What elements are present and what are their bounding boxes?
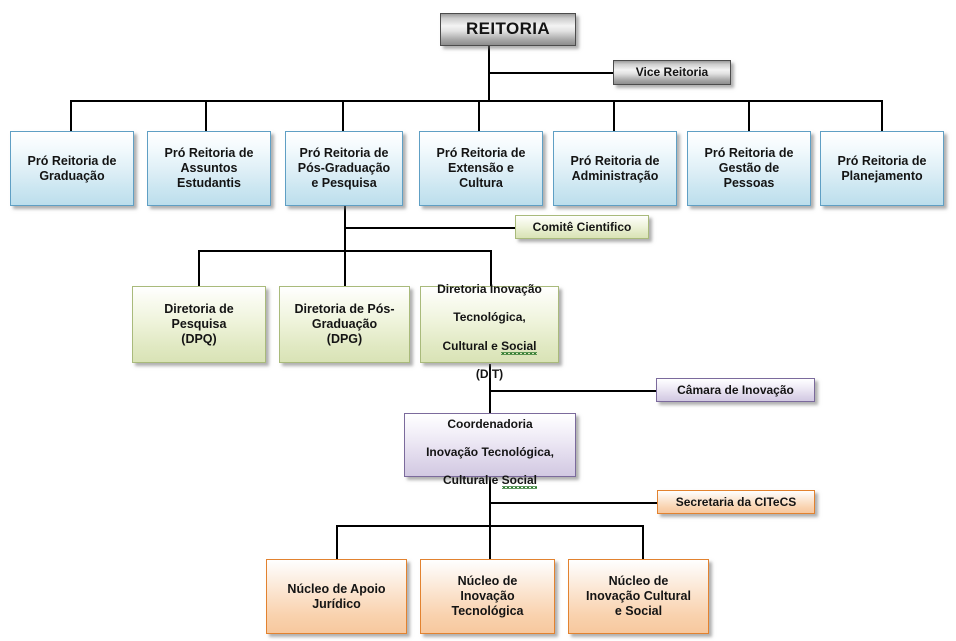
- node-diretoria-pesquisa[interactable]: Diretoria de Pesquisa (DPQ): [132, 286, 266, 363]
- node-pro-reitoria-administracao-label: Pró Reitoria de Administração: [570, 153, 660, 183]
- node-nucleo-inovacao-tecnologica-label: Núcleo de Inovação Tecnológica: [451, 574, 524, 618]
- dit-line-2: Tecnológica,: [453, 310, 526, 325]
- connector-ppg-stem: [344, 206, 346, 286]
- connector-drop-pr-5: [613, 100, 615, 131]
- node-pro-reitoria-administracao[interactable]: Pró Reitoria de Administração: [553, 131, 677, 206]
- node-nucleo-apoio-juridico[interactable]: Núcleo de Apoio Jurídico: [266, 559, 407, 634]
- node-pro-reitoria-assuntos-estudantis-label: Pró Reitoria de Assuntos Estudantis: [164, 146, 254, 190]
- node-secretaria-citecs[interactable]: Secretaria da CITeCS: [657, 490, 815, 514]
- node-nucleo-apoio-juridico-label: Núcleo de Apoio Jurídico: [287, 581, 386, 611]
- connector-coord-stem: [489, 477, 491, 559]
- connector-dit-stem: [489, 364, 491, 413]
- node-coordenadoria-citecs-label: Coordenadoria Inovação Tecnológica, Cult…: [423, 403, 557, 490]
- node-diretoria-pos-graduacao-label: Diretoria de Pós- Graduação (DPG): [294, 302, 395, 346]
- coord-line-1: Coordenadoria: [447, 416, 533, 431]
- connector-drop-dir-1: [198, 250, 200, 286]
- connector-drop-nuc-3: [642, 525, 644, 559]
- node-coordenadoria-citecs[interactable]: Coordenadoria Inovação Tecnológica, Cult…: [404, 413, 576, 490]
- node-reitoria-label: REITORIA: [465, 19, 551, 39]
- dit-misspelled-word: Social: [501, 338, 537, 355]
- node-camara-inovacao[interactable]: Câmara de Inovação: [656, 378, 815, 402]
- connector-vice-reitoria: [488, 72, 613, 74]
- node-pro-reitoria-assuntos-estudantis[interactable]: Pró Reitoria de Assuntos Estudantis: [147, 131, 271, 206]
- node-pro-reitoria-graduacao-label: Pró Reitoria de Graduação: [27, 153, 117, 183]
- node-reitoria[interactable]: REITORIA: [440, 13, 576, 46]
- node-diretoria-pos-graduacao[interactable]: Diretoria de Pós- Graduação (DPG): [279, 286, 410, 363]
- node-pro-reitoria-planejamento-label: Pró Reitoria de Planejamento: [837, 153, 927, 183]
- node-pro-reitoria-pos-graduacao-pesquisa[interactable]: Pró Reitoria de Pós-Graduação e Pesquisa: [285, 131, 403, 206]
- node-pro-reitoria-pos-graduacao-pesquisa-label: Pró Reitoria de Pós-Graduação e Pesquisa: [297, 146, 391, 190]
- dit-line-1: Diretoria Inovação: [437, 282, 542, 297]
- coord-line-2: Inovação Tecnológica,: [426, 445, 554, 459]
- connector-drop-pr-7: [881, 100, 883, 131]
- node-nucleo-inovacao-cultural-social[interactable]: Núcleo de Inovação Cultural e Social: [568, 559, 709, 634]
- connector-drop-nuc-1: [336, 525, 338, 559]
- connector-drop-dir-3: [490, 250, 492, 286]
- node-diretoria-inovacao-dit-label: Diretoria Inovação Tecnológica, Cultural…: [434, 268, 545, 381]
- connector-drop-pr-2: [205, 100, 207, 131]
- connector-drop-dir-2: [344, 250, 346, 286]
- connector-drop-pr-1: [70, 100, 72, 131]
- connector-drop-pr-6: [748, 100, 750, 131]
- node-vice-reitoria[interactable]: Vice Reitoria: [613, 60, 731, 85]
- node-nucleo-inovacao-cultural-social-label: Núcleo de Inovação Cultural e Social: [586, 574, 691, 618]
- dit-line-3-prefix: Cultural e: [442, 338, 502, 353]
- node-pro-reitoria-extensao-cultura[interactable]: Pró Reitoria de Extensão e Cultura: [419, 131, 543, 206]
- node-pro-reitoria-extensao-cultura-label: Pró Reitoria de Extensão e Cultura: [436, 146, 526, 190]
- node-pro-reitoria-gestao-pessoas[interactable]: Pró Reitoria de Gestão de Pessoas: [687, 131, 811, 206]
- connector-secretaria: [489, 502, 657, 504]
- node-pro-reitoria-gestao-pessoas-label: Pró Reitoria de Gestão de Pessoas: [704, 146, 794, 190]
- dit-line-4: (DIT): [475, 366, 504, 381]
- connector-pro-reitoria-bus: [70, 100, 882, 102]
- node-pro-reitoria-planejamento[interactable]: Pró Reitoria de Planejamento: [820, 131, 944, 206]
- node-pro-reitoria-graduacao[interactable]: Pró Reitoria de Graduação: [10, 131, 134, 206]
- node-nucleo-inovacao-tecnologica[interactable]: Núcleo de Inovação Tecnológica: [420, 559, 555, 634]
- connector-drop-pr-3: [342, 100, 344, 131]
- node-diretoria-pesquisa-label: Diretoria de Pesquisa (DPQ): [164, 302, 234, 346]
- coord-line-3-prefix: Cultural e: [442, 473, 502, 488]
- node-camara-inovacao-label: Câmara de Inovação: [677, 382, 794, 397]
- node-comite-cientifico-label: Comitê Cientifico: [532, 219, 632, 234]
- node-vice-reitoria-label: Vice Reitoria: [635, 65, 709, 80]
- coord-misspelled-word: Social: [501, 473, 538, 490]
- connector-drop-pr-4: [478, 100, 480, 131]
- node-diretoria-inovacao-dit[interactable]: Diretoria Inovação Tecnológica, Cultural…: [420, 282, 559, 381]
- node-comite-cientifico[interactable]: Comitê Cientifico: [515, 215, 649, 239]
- node-secretaria-citecs-label: Secretaria da CITeCS: [675, 494, 797, 509]
- connector-camara: [489, 390, 656, 392]
- connector-comite: [344, 227, 515, 229]
- connector-drop-nuc-2: [489, 525, 491, 559]
